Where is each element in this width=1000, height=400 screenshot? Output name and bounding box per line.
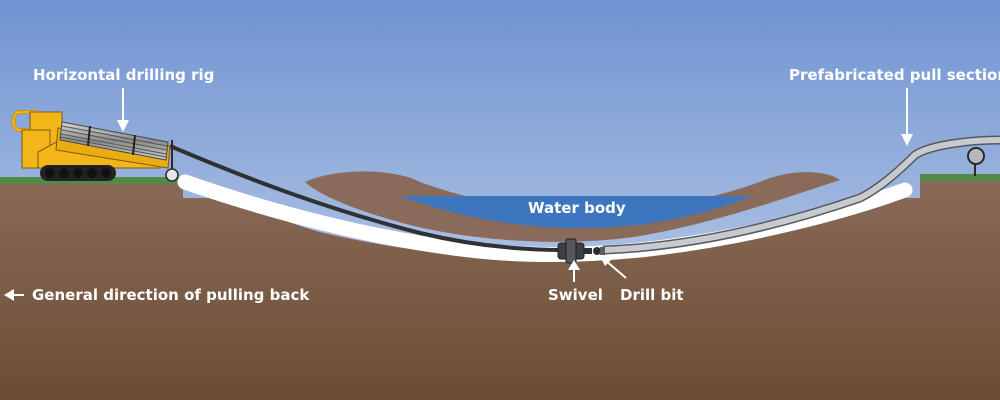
drilling-rig <box>11 110 179 182</box>
direction-label: General direction of pulling back <box>32 286 310 304</box>
water-body <box>400 196 752 229</box>
swivel <box>557 238 585 264</box>
river-bank <box>305 171 840 242</box>
pull-section-pipe-fill <box>602 137 1000 253</box>
left-arrow-icon <box>4 289 24 301</box>
pull-section-label: Prefabricated pull section <box>789 66 1000 84</box>
drill-bit-label: Drill bit <box>620 286 684 304</box>
diagonal-arrow-icon <box>600 256 627 279</box>
rig-label: Horizontal drilling rig <box>33 66 215 84</box>
drill-pipe <box>169 144 566 252</box>
drill-bit <box>584 247 605 255</box>
up-arrow-icon <box>568 260 580 282</box>
swivel-label: Swivel <box>548 286 603 304</box>
grass-right <box>920 174 1000 181</box>
water-body-label: Water body <box>528 199 626 217</box>
pipe-roller <box>967 147 985 176</box>
down-arrow-icon <box>117 88 129 132</box>
down-arrow-icon <box>901 88 913 146</box>
